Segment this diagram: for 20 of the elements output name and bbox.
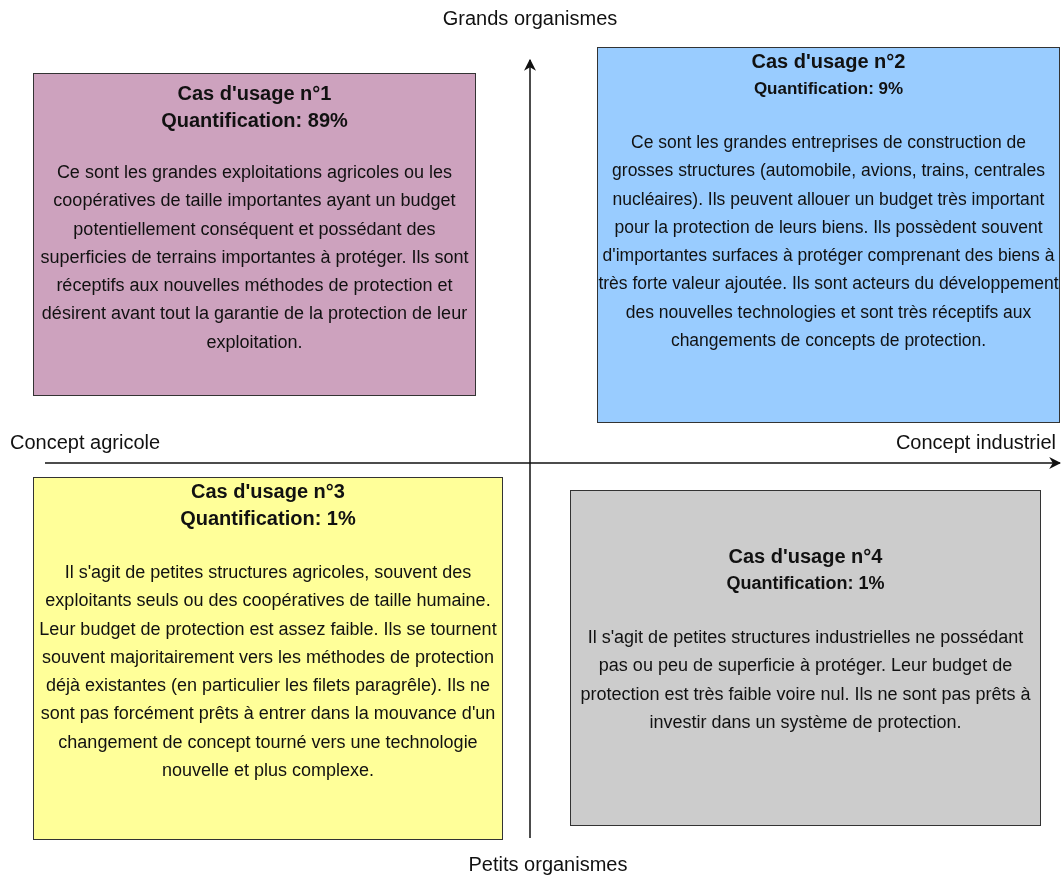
quantification-text: Quantification: 1% (180, 506, 356, 531)
axis-label: Grands organismes (442, 6, 618, 30)
case-description: Ce sont les grandes exploitations agricoles ou les coopératives de taille importantes ayant un budget potentiellement conséquent et possédant des superficies de terrains importantes à protéger. Ils sont réceptifs aux nouvelles méthodes de protection et désirent avant tout la garantie de la protection de leur exploitation. (39, 161, 470, 354)
case-title: Cas d'usage n°4 (728, 544, 883, 569)
case-description: Il s'agit de petites structures industrielles ne possédant pas ou peu de superficie à protéger. Leur budget de protection est très faible voire nul. Ils ne sont pas prêts à investir dans un système de protection. (579, 626, 1032, 734)
case-title: Cas d'usage n°2 (751, 49, 906, 74)
case-title: Cas d'usage n°3 (191, 479, 345, 504)
axis-label: Petits organismes (468, 852, 628, 876)
case-description: Ce sont les grandes entreprises de construction de grosses structures (automobile, avions, trains, centrales nucléaires). Ils peuvent allouer un budget très important pour la protection de leurs biens. Ils possèdent souvent d'importantes surfaces à protéger comprenant des biens à très forte valeur ajoutée. Ils sont acteurs du développement des nouvelles technologies et sont très réceptifs aux changements de concepts de protection. (598, 131, 1059, 353)
case-description: Il s'agit de petites structures agricoles, souvent des exploitants seuls ou des coopératives de taille humaine. Leur budget de protection est assez faible. Ils se tournent souvent majoritairement vers les méthodes de protection déjà existantes (en particulier les filets paragrêle). Ils ne sont pas forcément prêts à entrer dans la mouvance d'un changement de concept tourné vers une technologie nouvelle et plus complexe. (38, 561, 498, 783)
quantification-text: Quantification: 89% (161, 108, 348, 133)
quadrant-box (570, 490, 1041, 826)
quadrant-box (597, 47, 1060, 423)
quantification-text: Quantification: 1% (726, 572, 885, 595)
quadrant-box (33, 73, 476, 396)
quantification-text: Quantification: 9% (753, 78, 904, 100)
quadrant-box (33, 477, 503, 840)
axis-label: Concept industriel (895, 430, 1056, 454)
case-title: Cas d'usage n°1 (177, 81, 332, 106)
axis-label: Concept agricole (10, 430, 161, 454)
